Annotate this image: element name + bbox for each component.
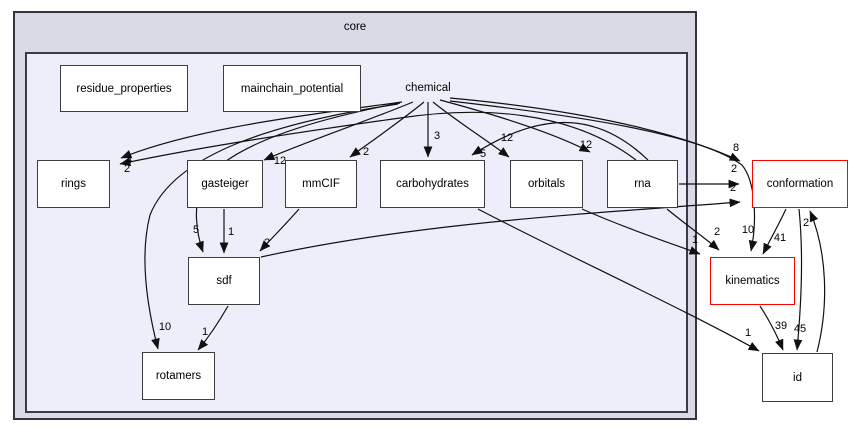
node-carbohydrates[interactable]: carbohydrates (380, 160, 485, 208)
node-conformation[interactable]: conformation (752, 160, 848, 208)
edge-count-conformation-to-id: 45 (794, 323, 806, 335)
edge-count-kinematics-to-id: 39 (775, 320, 787, 332)
node-sdf[interactable]: sdf (188, 257, 260, 305)
edge-id-to-conformation (809, 210, 826, 353)
node-kinematics[interactable]: kinematics (710, 257, 795, 305)
edge-conformation-to-id (793, 208, 803, 351)
node-gasteiger[interactable]: gasteiger (187, 160, 263, 208)
cluster-core-label: core (343, 21, 367, 33)
node-rings[interactable]: rings (37, 160, 110, 208)
edge-count-rna-to-kinematics: 2 (714, 226, 720, 238)
node-mmCIF[interactable]: mmCIF (285, 160, 357, 208)
edge-count-id-to-conformation: 2 (803, 217, 809, 229)
node-rotamers[interactable]: rotamers (142, 352, 215, 400)
edge-count-chemical-to-conformation: 8 (733, 142, 739, 154)
edge-count-rna-to-conformation: 2 (731, 163, 737, 175)
node-mainchain_potential[interactable]: mainchain_potential (223, 65, 361, 112)
edge-count-chemical-to-kinematics: 10 (742, 224, 754, 236)
edge-kinematics-to-id (759, 305, 784, 351)
node-orbitals[interactable]: orbitals (510, 160, 583, 208)
node-rna[interactable]: rna (607, 160, 678, 208)
node-residue_properties[interactable]: residue_properties (60, 65, 188, 112)
edge-count-sdf-to-conformation: 2 (730, 182, 736, 194)
edge-count-conformation-to-kinematics: 41 (774, 232, 786, 244)
cluster-chemical-label: chemical (405, 82, 451, 94)
node-id[interactable]: id (762, 353, 833, 402)
edge-conformation-to-kinematics (762, 208, 787, 255)
edge-count-carbohydrates-to-id: 1 (745, 327, 751, 339)
